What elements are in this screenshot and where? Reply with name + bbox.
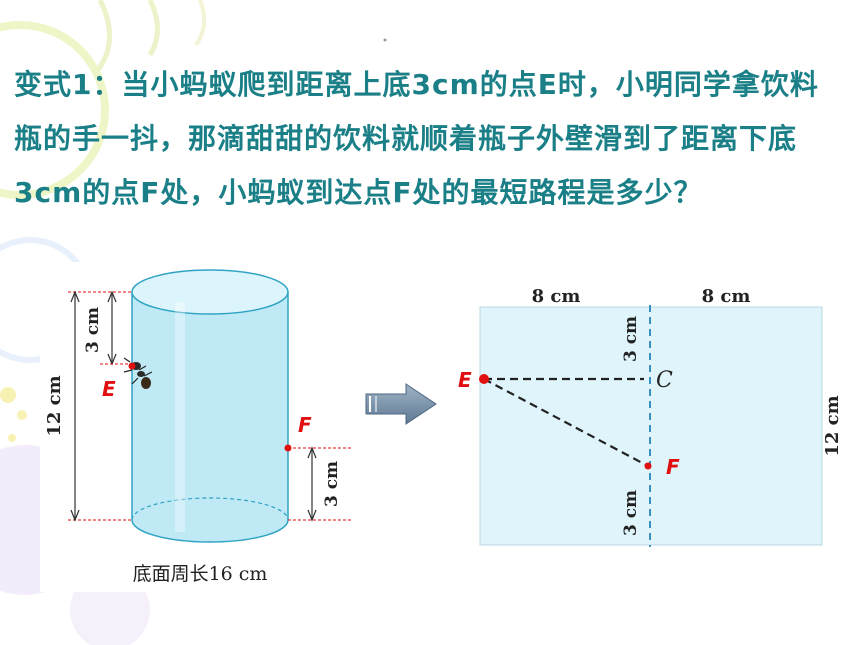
upper-gap-label: 3 cm [621,316,641,362]
cylinder-top [131,269,289,315]
height-label: 12 cm [44,375,65,436]
decor-dot [17,410,27,420]
cylinder-bottom-back [131,497,289,521]
bottom-gap-label: 3 cm [322,461,342,507]
segment-ef [483,378,649,467]
rect-height-label: 12 cm [822,395,843,456]
decor-stroke [95,0,112,72]
point-f-label: F [666,455,680,479]
point-f-marker [644,462,652,470]
bottom-gap-arrows [307,446,317,522]
unfolded-figure: 8 cm 8 cm 3 cm 3 cm 12 cm E C F [458,286,843,547]
decor-dot [0,387,16,403]
decor-dot [383,38,387,42]
decor-stroke [194,0,207,47]
decor-dot [8,434,16,442]
decor-stroke [147,0,160,57]
circumference-caption: 底面周长16 cm [133,563,268,585]
decor-ring [0,21,109,199]
left-width-label: 8 cm [532,286,581,307]
point-f-label: F [298,413,312,437]
point-c-label: C [656,368,673,393]
top-gap-label: 3 cm [83,307,103,353]
cylinder-body [131,291,289,543]
point-e-label: E [102,377,116,401]
point-e-marker [479,374,489,384]
point-e-marker [128,362,136,370]
question-text: 变式1：当小蚂蚁爬到距离上底3cm的点E时，小明同学拿饮料瓶的手一抖，那滴甜甜的… [14,68,819,209]
cylinder-figure: 12 cm 3 cm E F 3 cm 底面周长16 cm [40,262,360,592]
right-width-label: 8 cm [702,286,751,307]
point-e-label: E [458,368,472,392]
transform-arrow-icon [365,383,437,425]
lower-gap-label: 3 cm [621,490,641,536]
height-arrows [70,290,80,522]
